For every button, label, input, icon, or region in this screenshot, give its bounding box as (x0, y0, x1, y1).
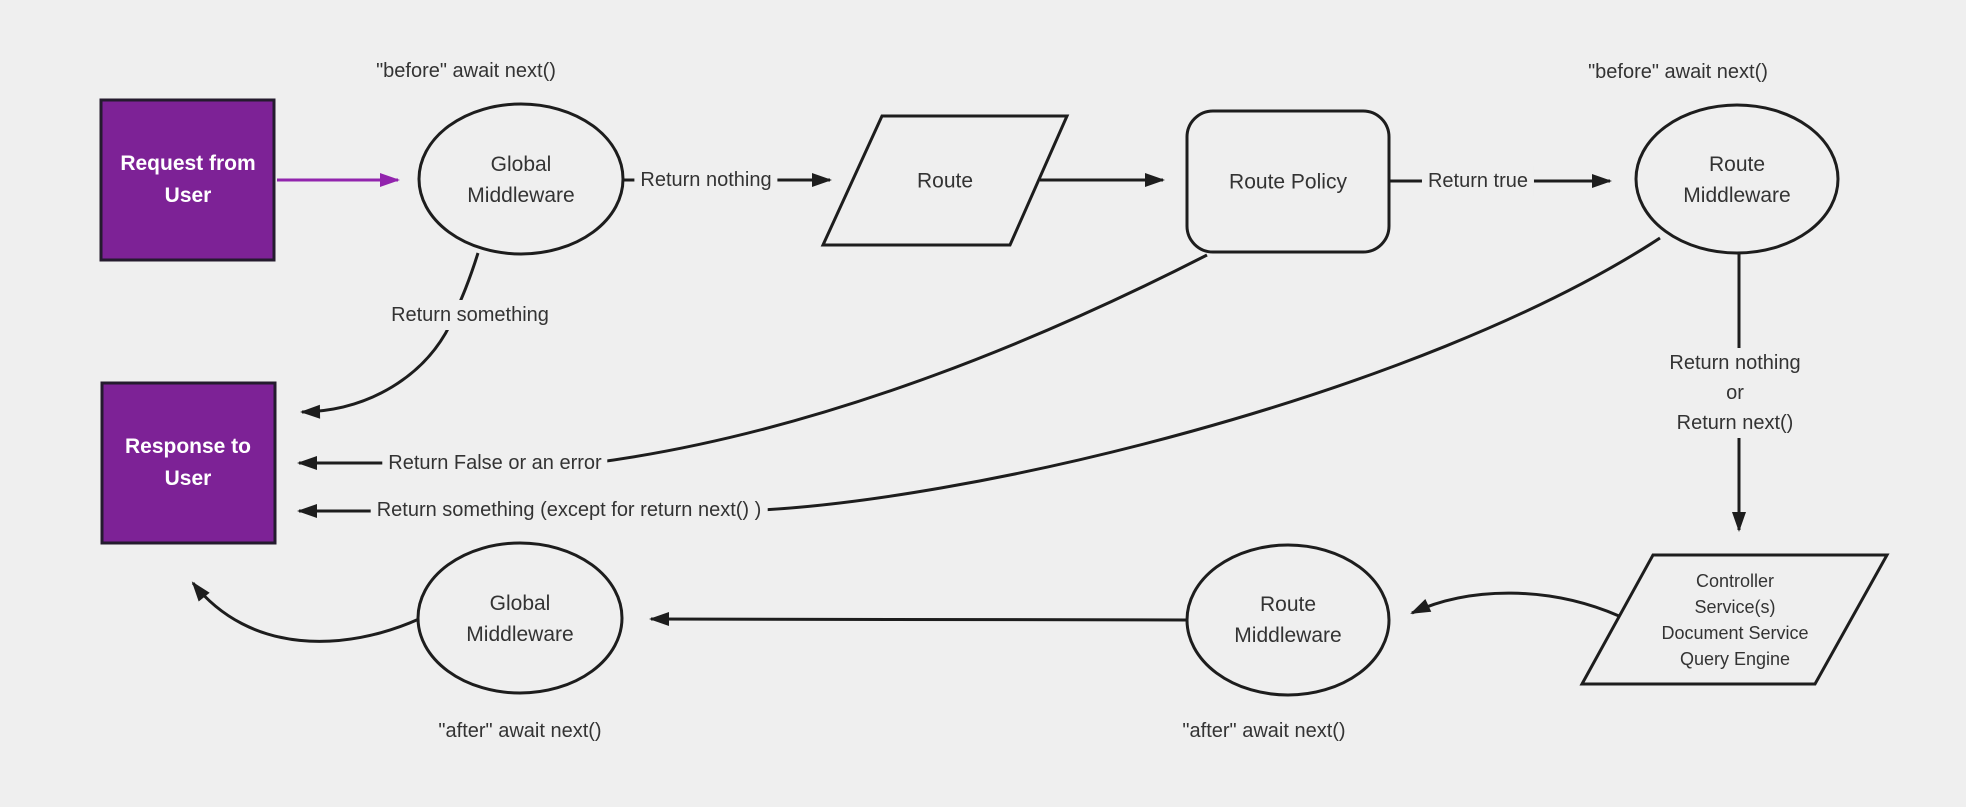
route-policy-node-shape (1185, 109, 1391, 254)
return-nothing-or-next-line3: Return next() (1676, 412, 1794, 434)
route-middleware-top-line2: Middleware (1683, 184, 1791, 207)
controller-line4: Query Engine (1679, 649, 1791, 669)
return-nothing-or-next-line1: Return nothing (1669, 352, 1801, 374)
controller-line3: Document Service (1661, 623, 1809, 643)
edge-global-middleware-bottom-to-response (191, 581, 420, 643)
return-something-except-label: Return something (except for return next… (370, 495, 768, 525)
controller-line2: Service(s) (1694, 597, 1776, 617)
route-middleware-bottom-line2: Middleware (1234, 624, 1342, 647)
controller-node-shape (1579, 553, 1890, 686)
return-nothing-or-next-label: Return nothing or Return next() (1663, 348, 1807, 438)
route-middleware-top-line1: Route (1708, 153, 1766, 176)
global-middleware-top-node-label: Global Middleware (467, 149, 574, 211)
request-node-shape (99, 98, 276, 262)
request-label-line2: User (164, 184, 212, 207)
controller-node-label: Controller Service(s) Document Service Q… (1661, 568, 1808, 672)
return-true-label: Return true (1421, 166, 1535, 196)
route-middleware-top-node-shape (1634, 103, 1840, 255)
after-await-next-right-label: "after" await next() (1182, 720, 1346, 742)
global-middleware-bottom-node-shape (416, 541, 624, 695)
controller-line1: Controller (1695, 571, 1775, 591)
request-node-label: Request from User (120, 148, 255, 212)
global-middleware-top-line2: Middleware (467, 184, 575, 207)
response-label-line2: User (164, 467, 212, 490)
global-middleware-bottom-line2: Middleware (466, 623, 574, 646)
after-await-next-left-label: "after" await next() (438, 720, 602, 742)
global-middleware-bottom-node-label: Global Middleware (466, 588, 573, 650)
response-label-line1: Response to (124, 435, 252, 458)
global-middleware-bottom-line1: Global (489, 592, 551, 615)
return-nothing-label: Return nothing (634, 165, 778, 195)
global-middleware-top-node-shape (417, 102, 625, 256)
edge-return-something-to-response (300, 252, 480, 419)
return-something-label: Return something (385, 300, 555, 330)
route-policy-node-label: Route Policy (1229, 170, 1347, 194)
global-middleware-top-line1: Global (490, 153, 552, 176)
response-node-shape (100, 381, 277, 545)
return-false-or-error-label: Return False or an error (382, 448, 608, 478)
route-middleware-bottom-node-shape (1185, 543, 1391, 697)
before-await-next-left-label: "before" await next() (376, 60, 556, 82)
edge-return-something-except-to-response (297, 236, 1661, 518)
route-middleware-top-node-label: Route Middleware (1683, 149, 1790, 211)
response-node-label: Response to User (125, 431, 251, 495)
route-middleware-bottom-node-label: Route Middleware (1234, 589, 1341, 651)
edge-route-middleware-bottom-to-global-middleware-bottom (649, 612, 1188, 627)
return-nothing-or-next-line2: or (1726, 382, 1744, 404)
edge-controller-to-route-middleware-bottom (1410, 591, 1620, 618)
route-middleware-bottom-line1: Route (1259, 593, 1317, 616)
before-await-next-right-label: "before" await next() (1588, 61, 1768, 83)
request-label-line1: Request from (120, 152, 256, 175)
route-node-label: Route (916, 169, 974, 193)
route-node-shape (820, 114, 1070, 247)
edge-return-false-to-response (297, 253, 1208, 470)
